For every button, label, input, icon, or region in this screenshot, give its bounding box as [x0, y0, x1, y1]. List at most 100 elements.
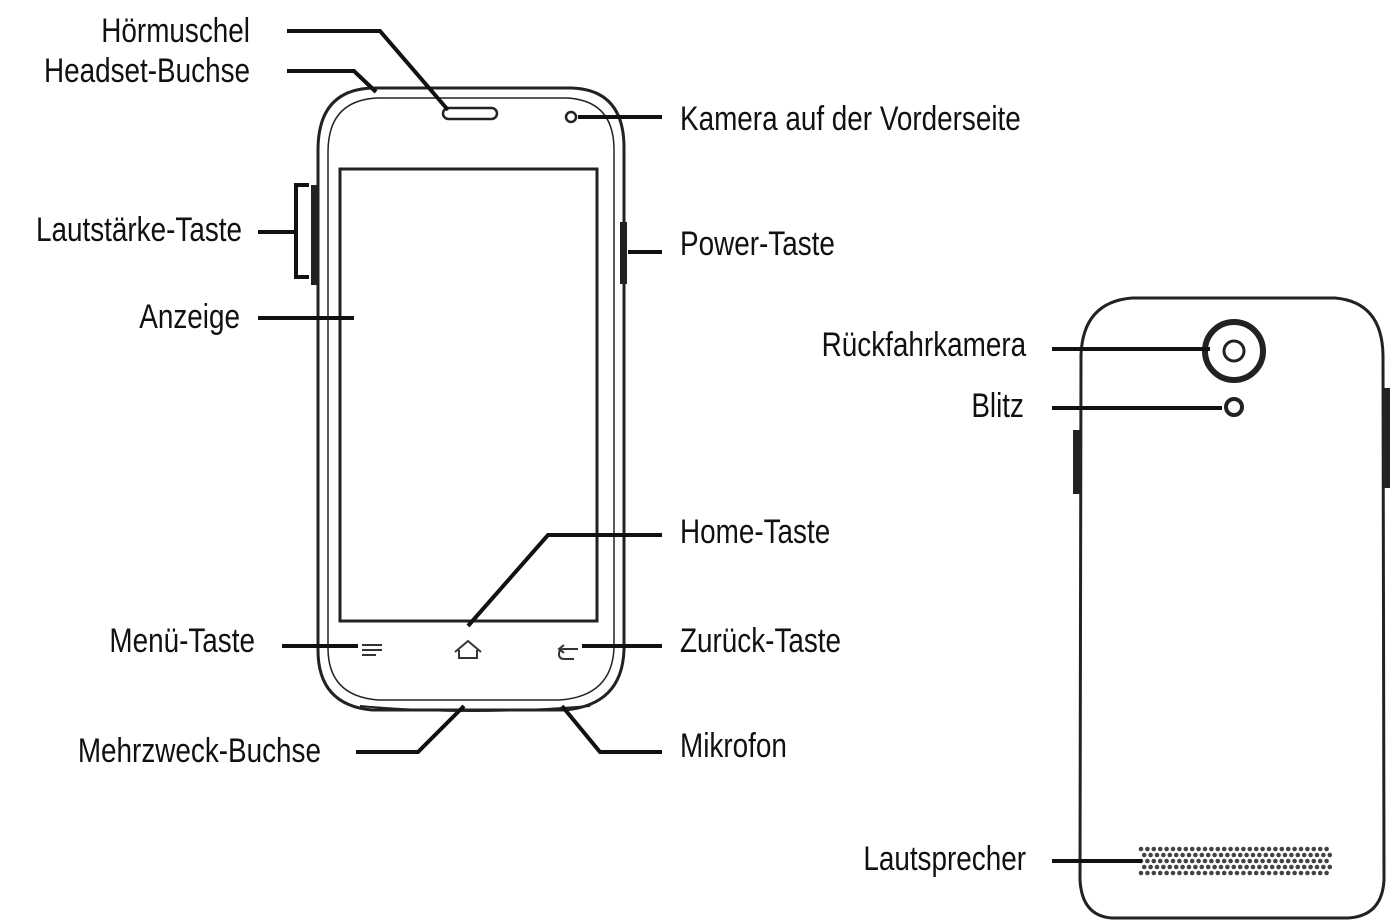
- speaker-hole: [1183, 858, 1189, 864]
- speaker-hole: [1324, 870, 1329, 876]
- speaker-hole: [1285, 858, 1291, 864]
- label-microphone: Mikrofon: [680, 726, 787, 764]
- speaker-hole: [1317, 870, 1323, 876]
- speaker-hole: [1292, 870, 1297, 876]
- speaker-hole: [1282, 852, 1288, 858]
- back-body-outline: [1078, 296, 1386, 920]
- speaker-hole: [1298, 870, 1304, 876]
- home-icon: [454, 639, 482, 659]
- speaker-hole: [1241, 858, 1246, 864]
- front-body-inner: [327, 97, 615, 701]
- speaker-hole: [1276, 864, 1281, 870]
- speaker-hole: [1167, 864, 1173, 870]
- speaker-hole: [1305, 870, 1310, 876]
- speaker-hole: [1231, 852, 1237, 858]
- speaker-hole: [1151, 858, 1157, 864]
- leader-earpiece: [287, 29, 450, 112]
- back-power-button: [1383, 388, 1390, 488]
- speaker-hole: [1205, 852, 1211, 858]
- speaker-hole: [1177, 870, 1182, 876]
- speaker-hole: [1237, 852, 1243, 858]
- speaker-hole: [1253, 858, 1259, 864]
- label-headset-jack: Headset-Buchse: [44, 51, 250, 89]
- speaker-hole: [1260, 846, 1265, 852]
- leader-multi-jack: [356, 704, 466, 754]
- speaker-hole: [1257, 852, 1262, 858]
- label-display: Anzeige: [139, 297, 240, 335]
- speaker-hole: [1148, 864, 1153, 870]
- speaker-hole: [1276, 852, 1281, 858]
- speaker-hole: [1228, 870, 1233, 876]
- label-rear-camera: Rückfahrkamera: [822, 325, 1027, 363]
- speaker-hole: [1164, 858, 1169, 864]
- speaker-hole: [1228, 846, 1233, 852]
- phone-front: [311, 86, 627, 712]
- speaker-hole: [1189, 846, 1195, 852]
- speaker-hole: [1273, 858, 1278, 864]
- speaker-hole: [1202, 870, 1208, 876]
- front-screen: [338, 167, 599, 623]
- speaker-hole: [1138, 870, 1144, 876]
- speaker-hole: [1145, 846, 1150, 852]
- speaker-hole: [1234, 858, 1240, 864]
- speaker-hole: [1253, 846, 1259, 852]
- label-menu-key: Menü-Taste: [109, 621, 255, 659]
- speaker-hole: [1218, 864, 1224, 870]
- speaker-hole: [1308, 852, 1313, 858]
- speaker-hole: [1314, 852, 1320, 858]
- speaker-hole: [1324, 858, 1329, 864]
- speaker-hole: [1154, 852, 1160, 858]
- speaker-hole: [1321, 852, 1326, 858]
- speaker-hole: [1141, 852, 1147, 858]
- speaker-hole: [1189, 858, 1195, 864]
- speaker-hole: [1231, 864, 1237, 870]
- speaker-hole: [1314, 864, 1320, 870]
- volume-button: [311, 185, 318, 285]
- speaker-hole: [1273, 870, 1278, 876]
- flash-ring: [1224, 397, 1244, 417]
- speaker-hole: [1170, 846, 1176, 852]
- volume-bracket: [294, 183, 309, 279]
- speaker-hole: [1157, 846, 1163, 852]
- speaker-hole: [1186, 852, 1192, 858]
- speaker-hole: [1260, 870, 1265, 876]
- leader-headset-jack: [287, 69, 378, 94]
- label-earpiece: Hörmuschel: [101, 11, 250, 49]
- label-flash: Blitz: [971, 386, 1024, 424]
- speaker-hole: [1311, 870, 1317, 876]
- speaker-hole: [1285, 870, 1291, 876]
- speaker-hole: [1305, 858, 1310, 864]
- speaker-hole: [1193, 864, 1198, 870]
- speaker-hole: [1273, 846, 1278, 852]
- speaker-hole: [1225, 864, 1230, 870]
- speaker-hole: [1263, 852, 1269, 858]
- speaker-hole: [1199, 852, 1205, 858]
- speaker-hole: [1180, 864, 1185, 870]
- speaker-hole: [1199, 864, 1205, 870]
- speaker-hole: [1237, 864, 1243, 870]
- speaker-hole: [1141, 864, 1147, 870]
- speaker-hole: [1247, 870, 1253, 876]
- speaker-hole: [1151, 870, 1157, 876]
- speaker-hole: [1221, 870, 1227, 876]
- speaker-hole: [1247, 846, 1253, 852]
- speaker-hole: [1279, 870, 1285, 876]
- speaker-hole: [1193, 852, 1198, 858]
- speaker-hole: [1308, 864, 1313, 870]
- speaker-hole: [1173, 852, 1179, 858]
- menu-icon: [362, 644, 382, 656]
- speaker-hole: [1292, 846, 1297, 852]
- speaker-hole: [1266, 846, 1272, 852]
- rear-camera-lens: [1222, 339, 1246, 363]
- speaker-hole: [1311, 858, 1317, 864]
- speaker-hole: [1177, 846, 1182, 852]
- front-camera-lens: [564, 110, 578, 124]
- speaker-hole: [1279, 846, 1285, 852]
- speaker-hole: [1221, 858, 1227, 864]
- speaker-hole: [1317, 858, 1323, 864]
- speaker-hole: [1269, 864, 1275, 870]
- label-speaker: Lautsprecher: [863, 839, 1026, 877]
- speaker-hole: [1317, 846, 1323, 852]
- speaker-hole: [1327, 852, 1333, 858]
- speaker-hole: [1311, 846, 1317, 852]
